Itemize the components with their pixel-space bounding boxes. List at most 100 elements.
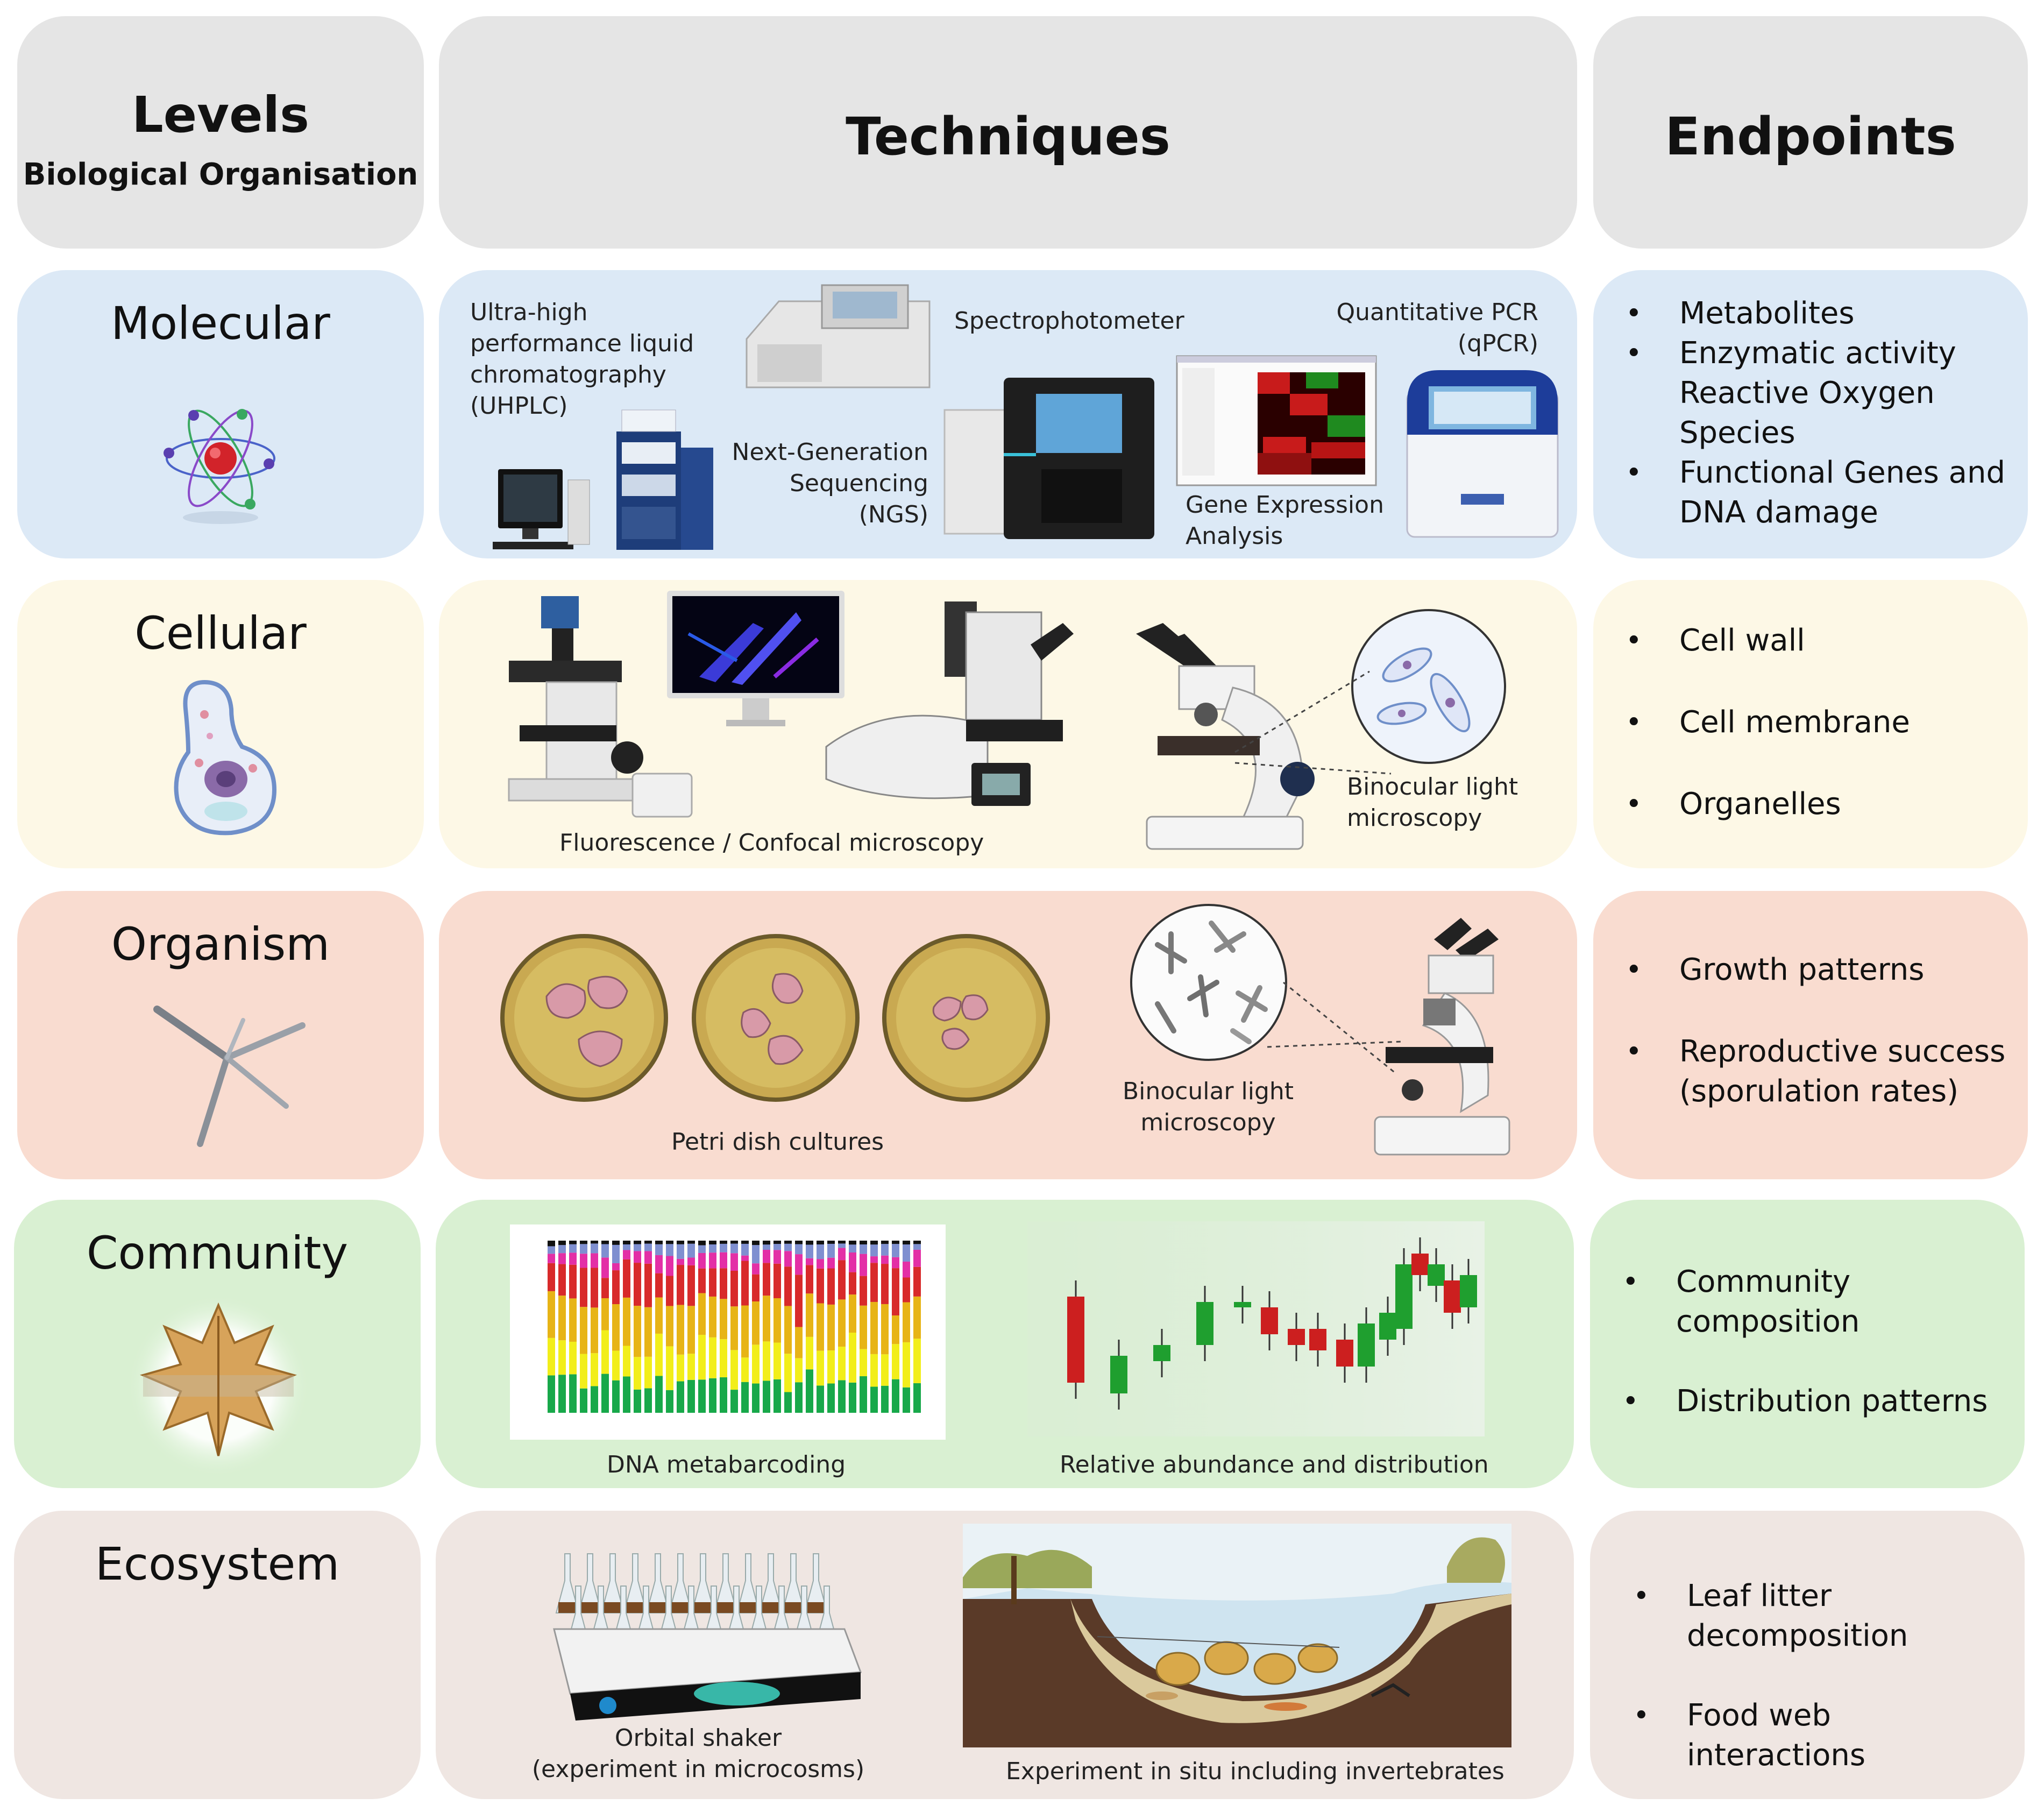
endpoints-title: Endpoints: [1665, 107, 1956, 167]
stacked-bar-segment: [548, 1337, 555, 1376]
stacked-bar-segment: [838, 1299, 846, 1347]
spectrophotometer-image: [746, 284, 931, 388]
stacked-bar-segment: [817, 1244, 824, 1259]
stacked-bar-segment: [720, 1252, 727, 1269]
candle-body: [1428, 1264, 1445, 1286]
stacked-bar-segment: [720, 1339, 727, 1378]
stacked-bar-segment: [752, 1383, 760, 1413]
stacked-bar-segment: [763, 1250, 770, 1263]
stacked-bar-segment: [870, 1386, 878, 1413]
stacked-bar-segment: [569, 1244, 577, 1253]
stacked-bar-segment: [892, 1379, 899, 1413]
stacked-bar-segment: [569, 1374, 577, 1413]
stacked-bar-segment: [558, 1241, 566, 1245]
stacked-bar-segment: [913, 1339, 921, 1383]
stacked-bar-segment: [709, 1296, 716, 1337]
stacked-bar-segment: [634, 1241, 641, 1244]
stacked-bar-segment: [795, 1358, 803, 1383]
stacked-bar-segment: [827, 1268, 835, 1305]
stacked-bar-segment: [644, 1243, 652, 1251]
petri-dish-image: [882, 934, 1050, 1102]
flask-liquid: [762, 1602, 780, 1613]
stacked-bar-segment: [601, 1374, 609, 1413]
candle-body: [1153, 1345, 1170, 1361]
endpoint-item: Reactive Oxygen: [1679, 376, 1935, 410]
stacked-bar-segment: [644, 1251, 652, 1264]
stacked-bar-segment: [741, 1357, 749, 1382]
stacked-bar-segment: [558, 1375, 566, 1413]
flask-liquid: [581, 1602, 599, 1613]
stacked-bar-segment: [720, 1268, 727, 1299]
stacked-bar-segment: [892, 1241, 899, 1244]
atom-icon: [164, 409, 275, 524]
stacked-bar-segment: [591, 1243, 598, 1254]
stacked-bar-segment: [623, 1241, 630, 1244]
stacked-bar-segment: [634, 1251, 641, 1263]
stacked-bar-segment: [773, 1250, 781, 1264]
stacked-bar-segment: [634, 1263, 641, 1306]
endpoints-panel-ecosystem: Leaf litter decomposition Food web inter…: [1590, 1511, 2025, 1799]
stacked-bar-segment: [752, 1344, 760, 1384]
stacked-bar-segment: [580, 1241, 587, 1244]
techniques-title: Techniques: [846, 107, 1170, 167]
stacked-bar-segment: [623, 1244, 630, 1250]
stacked-bar-segment: [548, 1291, 555, 1338]
stacked-bar-segment: [903, 1261, 910, 1278]
stacked-bar-segment: [849, 1382, 856, 1413]
stacked-bar-segment: [687, 1241, 695, 1244]
stacked-bar-segment: [860, 1376, 867, 1413]
stacked-bar-segment: [752, 1301, 760, 1345]
candle-body: [1358, 1323, 1375, 1367]
stacked-bar-segment: [806, 1336, 813, 1370]
label-binocular-microscopy: Binocular light microscopy: [1347, 773, 1518, 832]
stacked-bar-segment: [601, 1244, 609, 1258]
label-spectrophotometer: Spectrophotometer: [954, 307, 1184, 335]
stacked-bar-segment: [741, 1255, 749, 1261]
candle-body: [1067, 1297, 1084, 1383]
stacked-bar-segment: [548, 1254, 555, 1263]
stacked-bar-segment: [698, 1379, 706, 1413]
stacked-bar-segment: [903, 1277, 910, 1303]
stacked-bar-segment: [849, 1294, 856, 1333]
endpoint-item: Enzymatic activity: [1626, 334, 2012, 373]
stacked-bar-segment: [644, 1241, 652, 1244]
stacked-bar-segment: [655, 1273, 663, 1298]
techniques-panel-community: DNA metabarcoding Relative abundance and…: [436, 1200, 1574, 1488]
endpoint-item: Metabolites: [1626, 294, 2012, 334]
endpoint-item: Cell membrane: [1626, 703, 2012, 742]
stacked-bar-segment: [687, 1257, 695, 1265]
techniques-panel-organism: Petri dish cultures Binocular light micr…: [439, 891, 1577, 1179]
stacked-bar-segment: [773, 1379, 781, 1413]
stacked-bar-segment: [612, 1241, 620, 1245]
stacked-bar-segment: [601, 1298, 609, 1330]
stacked-bar-segment: [709, 1241, 716, 1245]
stacked-bar-segment: [558, 1253, 566, 1264]
stacked-bar-segment: [860, 1254, 867, 1276]
stacked-bar-segment: [849, 1252, 856, 1272]
stacked-bar-segment: [763, 1263, 770, 1296]
stacked-bar-segment: [709, 1244, 716, 1253]
endpoint-item: Functional Genes and: [1626, 453, 2012, 493]
level-panel-molecular: Molecular: [17, 270, 424, 558]
level-panel-community: Community: [14, 1200, 421, 1488]
stacked-bar-segment: [870, 1244, 878, 1257]
endpoints-header: Endpoints: [1593, 16, 2028, 249]
stacked-bar-segment: [601, 1278, 609, 1299]
confocal-monitor-image: [667, 591, 844, 726]
candle-body: [1196, 1302, 1213, 1345]
stacked-bar-segment: [558, 1296, 566, 1341]
stacked-bar-segment: [709, 1378, 716, 1413]
techniques-panel-molecular: Ultra-high performance liquid chromatogr…: [439, 270, 1577, 558]
in-situ-experiment-illustration: [963, 1524, 1511, 1747]
stacked-bar-segment: [913, 1241, 921, 1244]
endpoint-item: DNA damage: [1679, 495, 1878, 530]
stacked-bar-segment: [698, 1245, 706, 1253]
stacked-bar-segment: [612, 1263, 620, 1271]
stacked-bar-segment: [838, 1260, 846, 1300]
stacked-bar-segment: [838, 1241, 846, 1244]
level-title: Cellular: [134, 607, 307, 660]
stacked-bar-segment: [677, 1265, 684, 1305]
stacked-bar-segment: [741, 1241, 749, 1244]
stacked-bar-segment: [860, 1244, 867, 1254]
stacked-bar-segment: [881, 1264, 889, 1304]
